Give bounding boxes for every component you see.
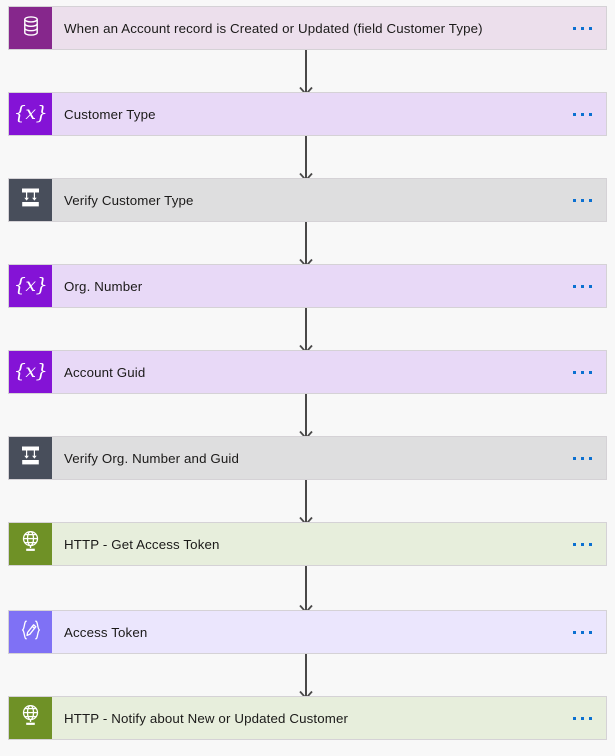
node-body: HTTP - Notify about New or Updated Custo… <box>52 697 606 739</box>
globe-icon <box>18 529 43 559</box>
flow-node-card[interactable]: Access Token <box>8 610 607 654</box>
flow-connector <box>299 480 313 526</box>
node-title: Access Token <box>64 624 148 640</box>
flow-node-card[interactable]: HTTP - Notify about New or Updated Custo… <box>8 696 607 740</box>
node-icon-tile <box>9 179 52 221</box>
flow-node-card[interactable]: {x} Org. Number <box>8 264 607 308</box>
condition-scope-icon <box>18 444 43 473</box>
node-icon-tile <box>9 523 52 565</box>
node-icon-tile: {x} <box>9 351 52 393</box>
node-icon-tile: {x} <box>9 265 52 307</box>
variable-braces-icon: {x} <box>13 102 48 124</box>
condition-scope-icon <box>18 186 43 215</box>
flow-node-card[interactable]: Verify Org. Number and Guid <box>8 436 607 480</box>
node-title: When an Account record is Created or Upd… <box>64 20 483 36</box>
node-title: HTTP - Get Access Token <box>64 536 220 552</box>
node-body: Customer Type <box>52 93 606 135</box>
node-body: HTTP - Get Access Token <box>52 523 606 565</box>
flow-connector <box>299 222 313 268</box>
node-icon-tile <box>9 697 52 739</box>
node-more-menu-icon[interactable] <box>563 542 592 546</box>
flow-connector <box>299 308 313 354</box>
node-icon-tile <box>9 437 52 479</box>
node-title: Account Guid <box>64 364 146 380</box>
node-more-menu-icon[interactable] <box>563 112 592 116</box>
flow-connector <box>299 394 313 440</box>
flow-connector <box>299 136 313 182</box>
node-title: Org. Number <box>64 278 143 294</box>
node-title: Verify Org. Number and Guid <box>64 450 240 466</box>
variable-braces-icon: {x} <box>13 274 48 296</box>
flow-connector <box>299 654 313 700</box>
variable-pencil-icon <box>18 619 44 646</box>
node-more-menu-icon[interactable] <box>563 26 592 30</box>
flow-connector <box>299 50 313 96</box>
node-body: Access Token <box>52 611 606 653</box>
node-icon-tile <box>9 611 52 653</box>
node-more-menu-icon[interactable] <box>563 630 592 634</box>
flow-node-card[interactable]: When an Account record is Created or Upd… <box>8 6 607 50</box>
node-body: Org. Number <box>52 265 606 307</box>
node-icon-tile: {x} <box>9 93 52 135</box>
database-icon <box>19 14 43 43</box>
flow-connector <box>299 566 313 614</box>
node-body: When an Account record is Created or Upd… <box>52 7 606 49</box>
flow-node-card[interactable]: Verify Customer Type <box>8 178 607 222</box>
node-more-menu-icon[interactable] <box>563 284 592 288</box>
node-body: Verify Org. Number and Guid <box>52 437 606 479</box>
node-more-menu-icon[interactable] <box>563 370 592 374</box>
node-body: Verify Customer Type <box>52 179 606 221</box>
node-body: Account Guid <box>52 351 606 393</box>
globe-icon <box>18 703 43 733</box>
node-more-menu-icon[interactable] <box>563 456 592 460</box>
node-more-menu-icon[interactable] <box>563 716 592 720</box>
node-title: Verify Customer Type <box>64 192 194 208</box>
node-icon-tile <box>9 7 52 49</box>
node-title: HTTP - Notify about New or Updated Custo… <box>64 710 349 726</box>
flow-node-card[interactable]: HTTP - Get Access Token <box>8 522 607 566</box>
flow-node-card[interactable]: {x} Account Guid <box>8 350 607 394</box>
flow-node-card[interactable]: {x} Customer Type <box>8 92 607 136</box>
variable-braces-icon: {x} <box>13 360 48 382</box>
node-title: Customer Type <box>64 106 156 122</box>
node-more-menu-icon[interactable] <box>563 198 592 202</box>
